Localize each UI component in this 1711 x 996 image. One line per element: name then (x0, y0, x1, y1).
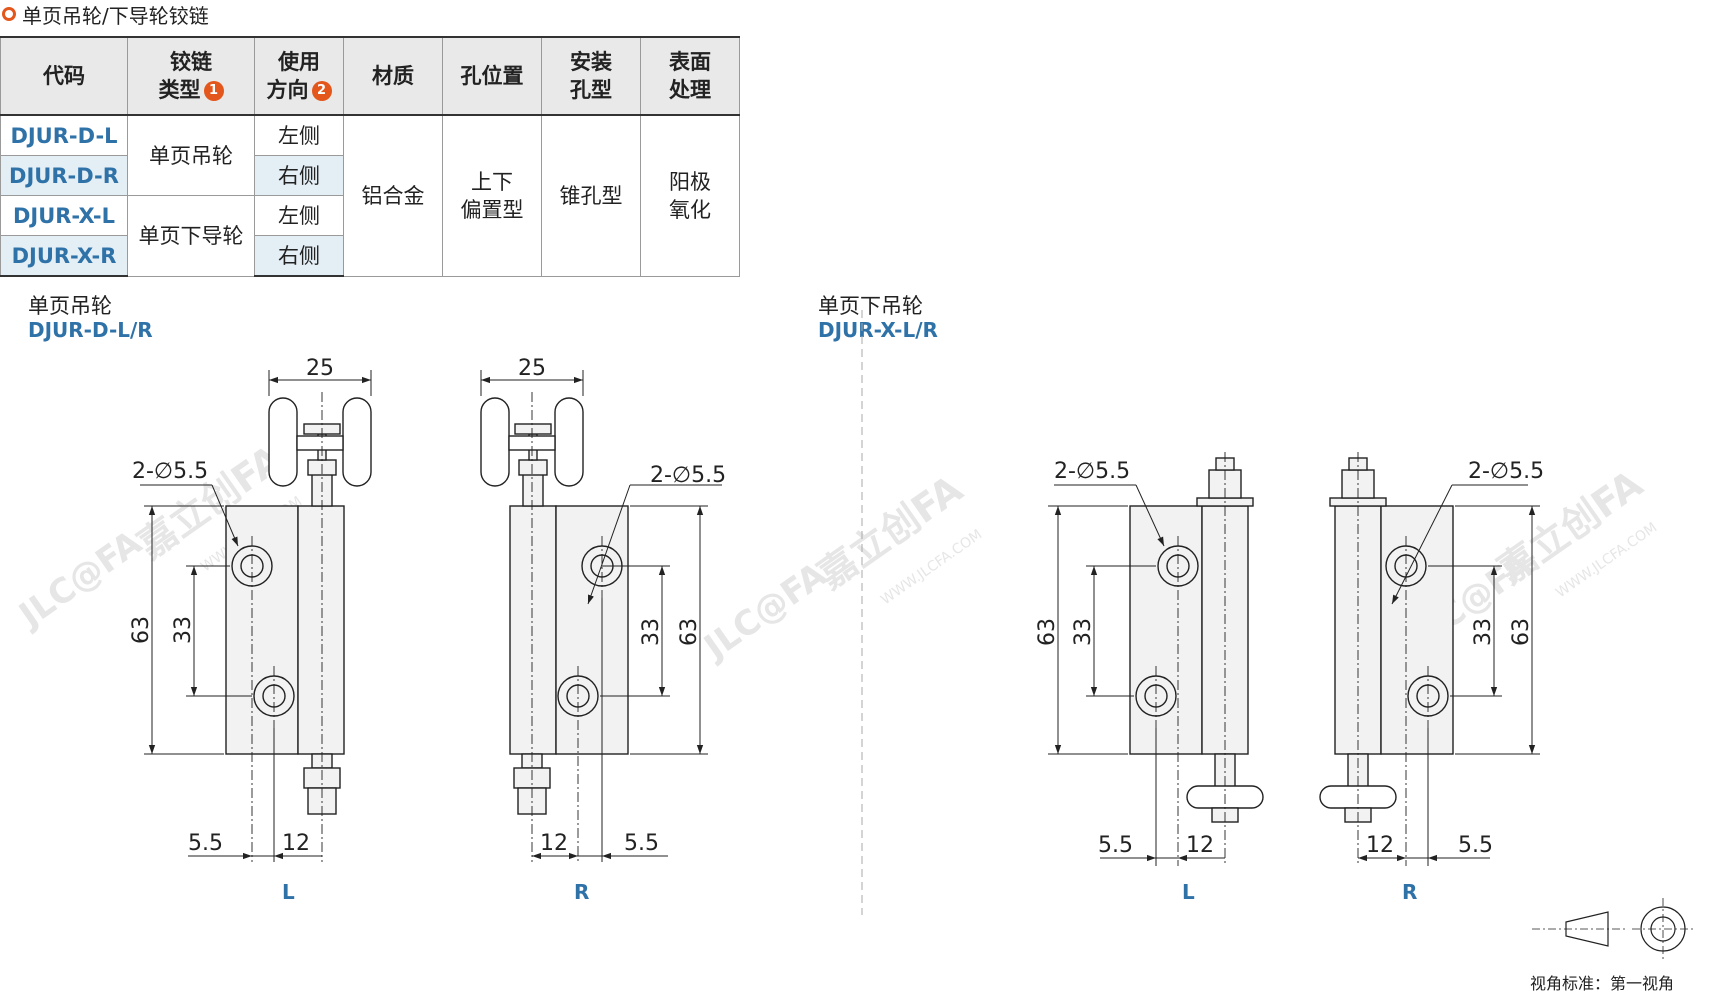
center-lines (1357, 452, 1429, 866)
header-code: 代码 (0, 36, 128, 116)
code-cell: DJUR-X-R (0, 235, 128, 277)
direction-cell: 右侧 (254, 155, 344, 196)
dim-hole-callout: 2-∅5.5 (132, 459, 208, 484)
dim-pin-offset: 12 (282, 831, 310, 856)
view-label-right: R (574, 880, 590, 904)
dim-hole-spacing: 33 (1471, 618, 1496, 646)
mount-hole-cell: 锥孔型 (541, 114, 641, 277)
code-cell: DJUR-D-L (0, 114, 128, 156)
page-title-row: 单页吊轮/下导轮铰链 (0, 0, 209, 28)
center-lines (531, 392, 603, 862)
dimension-lines (1048, 484, 1225, 866)
header-mount-hole: 安装孔型 (541, 36, 641, 116)
dim-pin-offset: 12 (540, 831, 568, 856)
projection-standard: 视角标准：第一视角 (1530, 974, 1675, 993)
table-row: DJUR-X-R 右侧 (0, 235, 740, 277)
material-cell: 铝合金 (343, 114, 443, 277)
header-hinge-type-text: 铰链类型 (158, 50, 213, 102)
section-left-code: DJUR-D-L/R (28, 318, 153, 342)
dim-hole-offset: 5.5 (624, 831, 659, 856)
center-lines (251, 392, 323, 862)
drawing-x-right (1319, 457, 1454, 823)
dim-hole-spacing: 33 (171, 616, 196, 644)
table-row: DJUR-D-L 单页吊轮 左侧 铝合金 上下偏置型 锥孔型 阳极氧化 (0, 114, 740, 277)
dim-total-height: 63 (1509, 618, 1534, 646)
view-label-left: L (282, 880, 295, 904)
dim-hole-offset: 5.5 (1458, 833, 1493, 858)
section-right-code: DJUR-X-L/R (818, 318, 938, 342)
direction-cell: 左侧 (254, 195, 344, 236)
dim-width-top: 25 (518, 356, 546, 381)
note-badge-2: 2 (311, 81, 332, 101)
dim-hole-callout: 2-∅5.5 (650, 463, 726, 488)
dim-hole-callout: 2-∅5.5 (1468, 459, 1544, 484)
dim-total-height: 63 (1035, 618, 1060, 646)
header-finish: 表面处理 (640, 36, 740, 116)
table-row: DJUR-X-L 单页下导轮 左侧 (0, 195, 740, 277)
dim-total-height: 63 (129, 616, 154, 644)
direction-cell: 右侧 (254, 235, 344, 277)
header-material: 材质 (343, 36, 443, 116)
hinge-type-cell: 单页吊轮 (127, 114, 255, 196)
code-cell: DJUR-D-R (0, 155, 128, 196)
drawing-x-left (1129, 457, 1264, 823)
view-label-right: R (1402, 880, 1418, 904)
dim-total-height: 63 (677, 618, 702, 646)
hinge-type-cell: 单页下导轮 (127, 195, 255, 277)
title-ring-icon (2, 7, 16, 21)
dim-pin-offset: 12 (1366, 833, 1394, 858)
dim-width-top: 25 (306, 356, 334, 381)
dim-hole-callout: 2-∅5.5 (1054, 459, 1130, 484)
dim-hole-offset: 5.5 (188, 831, 223, 856)
section-right-title: 单页下吊轮 (818, 294, 923, 318)
table-row: DJUR-D-R 右侧 (0, 155, 740, 196)
dim-pin-offset: 12 (1186, 833, 1214, 858)
watermark-brand: JLC@FA (696, 555, 835, 669)
watermark-chinese: 嘉立创FA (810, 466, 971, 597)
projection-symbol (1532, 898, 1694, 960)
note-badge-1: 1 (203, 81, 224, 101)
dim-hole-spacing: 33 (639, 618, 664, 646)
header-hole-position: 孔位置 (442, 36, 542, 116)
dimension-lines (140, 370, 372, 862)
center-lines (1155, 452, 1226, 866)
dimension-lines (1358, 484, 1540, 866)
page-title: 单页吊轮/下导轮铰链 (22, 3, 209, 28)
dimension-lines (480, 370, 722, 862)
header-direction-text: 使用方向 (266, 50, 321, 102)
dimension-texts: 25 25 2-∅5.5 2-∅5.5 2-∅5.5 2-∅5.5 63 33 … (129, 356, 1544, 858)
dim-hole-spacing: 33 (1071, 618, 1096, 646)
finish-cell: 阳极氧化 (640, 114, 740, 277)
dim-hole-offset: 5.5 (1098, 833, 1133, 858)
view-label-left: L (1182, 880, 1195, 904)
section-left-title: 单页吊轮 (28, 294, 112, 318)
code-cell: DJUR-X-L (0, 195, 128, 236)
drawing-d-right (480, 397, 629, 815)
